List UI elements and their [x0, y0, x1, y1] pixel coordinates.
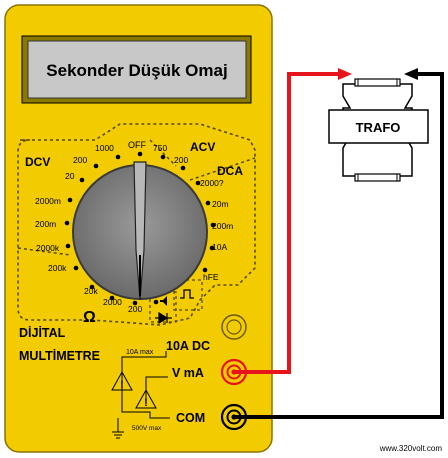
dial-off-label: OFF: [128, 140, 146, 150]
brand-line2: MULTİMETRE: [19, 348, 100, 363]
warning-exclamation-1: !: [120, 379, 124, 391]
dial-panel-outline: [17, 123, 256, 326]
section-acv-label: ACV: [190, 140, 215, 154]
section-dca-label: DCA: [217, 164, 243, 178]
dca-range-2000u: 2000?: [200, 178, 224, 188]
jack-limits-schematic: [111, 351, 170, 439]
square-wave-icon: [180, 289, 194, 299]
dcv-range-2000m: 2000m: [35, 196, 61, 206]
dcv-range-200: 200: [73, 155, 87, 165]
black-test-lead: [234, 72, 444, 419]
dca-range-10a: 10A: [212, 242, 227, 252]
display-text: Sekonder Düşük Omaj: [46, 61, 227, 80]
acv-range-750: 750: [153, 143, 167, 153]
acv-range-200: 200: [174, 155, 188, 165]
ohm-range-2000: 2000: [103, 297, 122, 307]
hfe-label: hFE: [203, 272, 219, 282]
ohm-range-200: 200: [128, 304, 142, 314]
dca-range-200m: 200m: [212, 221, 233, 231]
jack-vma-label: V mA: [172, 366, 204, 380]
red-test-lead: [234, 72, 338, 374]
section-ohm-label: Ω: [83, 309, 96, 326]
dial-section-divider-acv: [149, 139, 177, 167]
dcv-range-20: 20: [65, 171, 75, 181]
section-dcv-label: DCV: [25, 155, 50, 169]
black-lead-arrowhead: [404, 68, 418, 80]
transformer-label: TRAFO: [356, 120, 401, 135]
ohm-range-2000k: 2000k: [36, 243, 60, 253]
limit-500v-label: 500V max: [132, 425, 162, 432]
jack-10a-label: 10A DC: [166, 339, 210, 353]
limit-10a-label: 10A max: [126, 349, 154, 356]
brand-line1: DİJİTAL: [19, 325, 66, 340]
dca-range-20m: 20m: [212, 199, 229, 209]
red-lead-arrowhead: [338, 68, 352, 80]
warning-exclamation-2: !: [144, 397, 148, 409]
range-dots: [64, 151, 216, 306]
transformer-label-box: [328, 109, 429, 144]
display-screen: [27, 40, 247, 99]
ohm-range-200k: 200k: [48, 263, 67, 273]
dcv-range-200m: 200m: [35, 219, 56, 229]
dial-pointer[interactable]: [133, 161, 147, 301]
diode-icon: [155, 311, 172, 325]
dial-section-divider-dcv: [17, 247, 71, 256]
dcv-range-1000: 1000: [95, 143, 114, 153]
speaker-icon: [160, 296, 167, 306]
watermark: www.320volt.com: [379, 444, 443, 453]
jack-com-label: COM: [176, 411, 205, 425]
ohm-range-20k: 20k: [84, 286, 98, 296]
jack-10a-inner: [226, 319, 242, 335]
